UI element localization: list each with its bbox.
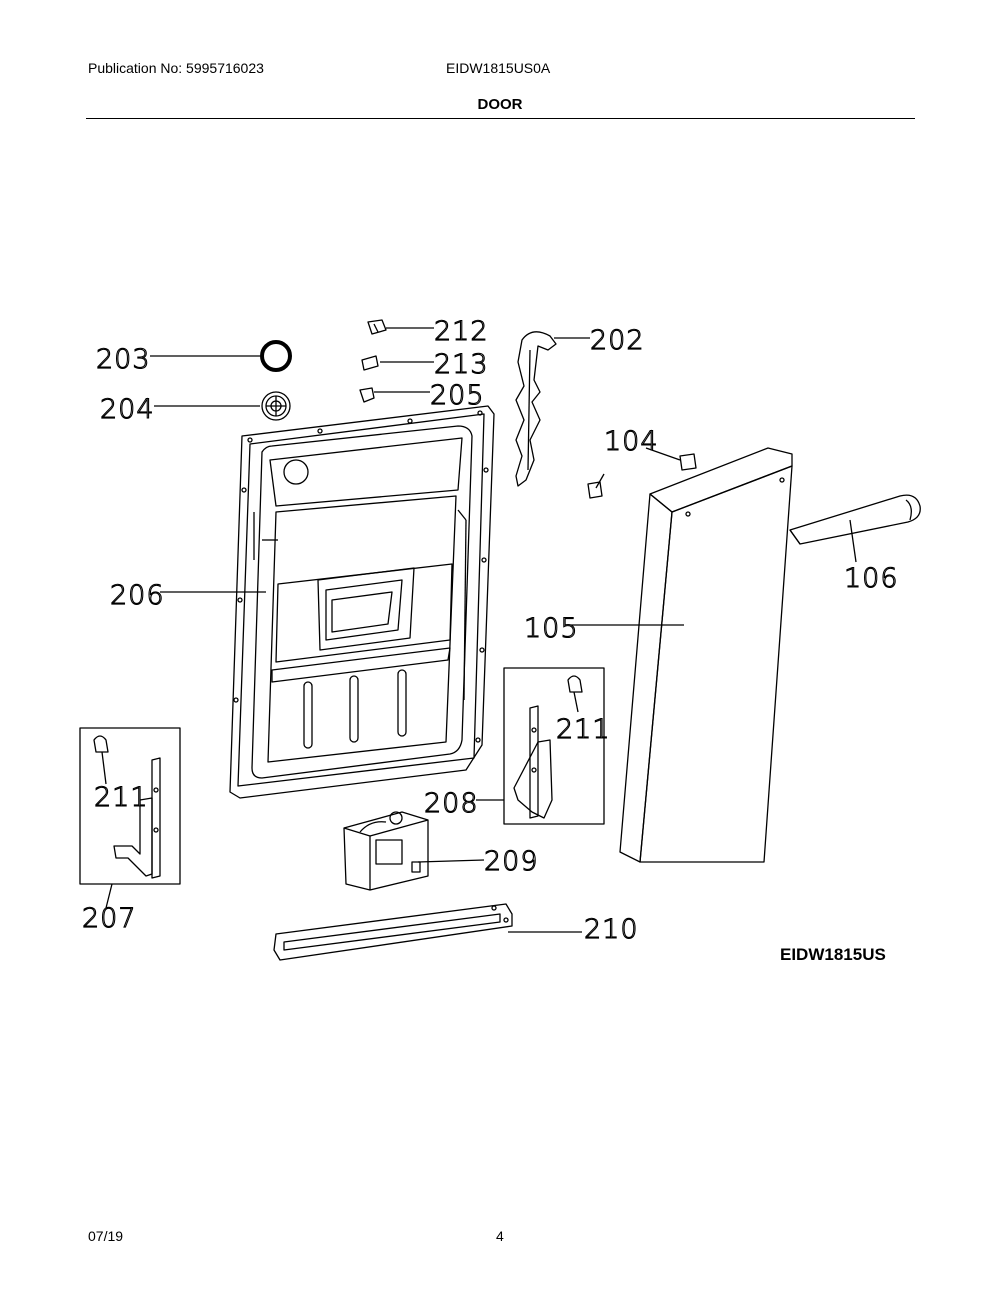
callout-204: 204 bbox=[100, 394, 155, 425]
door-spacers bbox=[587, 453, 697, 499]
callout-209: 209 bbox=[484, 846, 539, 877]
publication-number: Publication No: 5995716023 bbox=[88, 60, 264, 76]
footer-date: 07/19 bbox=[88, 1228, 124, 1244]
small-clip-parts bbox=[359, 319, 387, 403]
callout-211-left: 211 bbox=[94, 782, 149, 813]
leader-lines bbox=[101, 327, 857, 933]
door-latch bbox=[343, 811, 429, 891]
callout-210: 210 bbox=[584, 914, 639, 945]
hinge-box-208 bbox=[503, 667, 605, 825]
callout-105: 105 bbox=[524, 613, 579, 644]
callout-212: 212 bbox=[434, 316, 489, 347]
callout-206: 206 bbox=[110, 580, 165, 611]
callout-numbers: 212 213 205 202 203 204 104 106 206 105 … bbox=[81, 315, 899, 945]
gasket-ring bbox=[260, 340, 292, 372]
callout-208: 208 bbox=[424, 788, 479, 819]
page-number: 4 bbox=[496, 1228, 504, 1244]
callout-213: 213 bbox=[434, 349, 489, 380]
callout-205: 205 bbox=[430, 380, 485, 411]
callout-207: 207 bbox=[82, 903, 137, 934]
inner-door-panel bbox=[229, 405, 495, 799]
header-rule bbox=[86, 118, 915, 119]
door-handle bbox=[789, 494, 921, 545]
wire-harness bbox=[515, 331, 557, 487]
callout-202: 202 bbox=[590, 325, 645, 356]
callout-211-right: 211 bbox=[556, 714, 611, 745]
model-number: EIDW1815US0A bbox=[446, 60, 551, 76]
bottom-trim-strip bbox=[273, 903, 513, 961]
hinge-box-207 bbox=[79, 727, 181, 885]
section-title: DOOR bbox=[477, 96, 523, 113]
callout-104: 104 bbox=[604, 426, 659, 457]
callout-203: 203 bbox=[96, 344, 151, 375]
outer-door-panel bbox=[619, 447, 793, 863]
model-badge: EIDW1815US bbox=[780, 945, 886, 964]
callout-106: 106 bbox=[844, 563, 899, 594]
filler-cap bbox=[261, 391, 291, 421]
